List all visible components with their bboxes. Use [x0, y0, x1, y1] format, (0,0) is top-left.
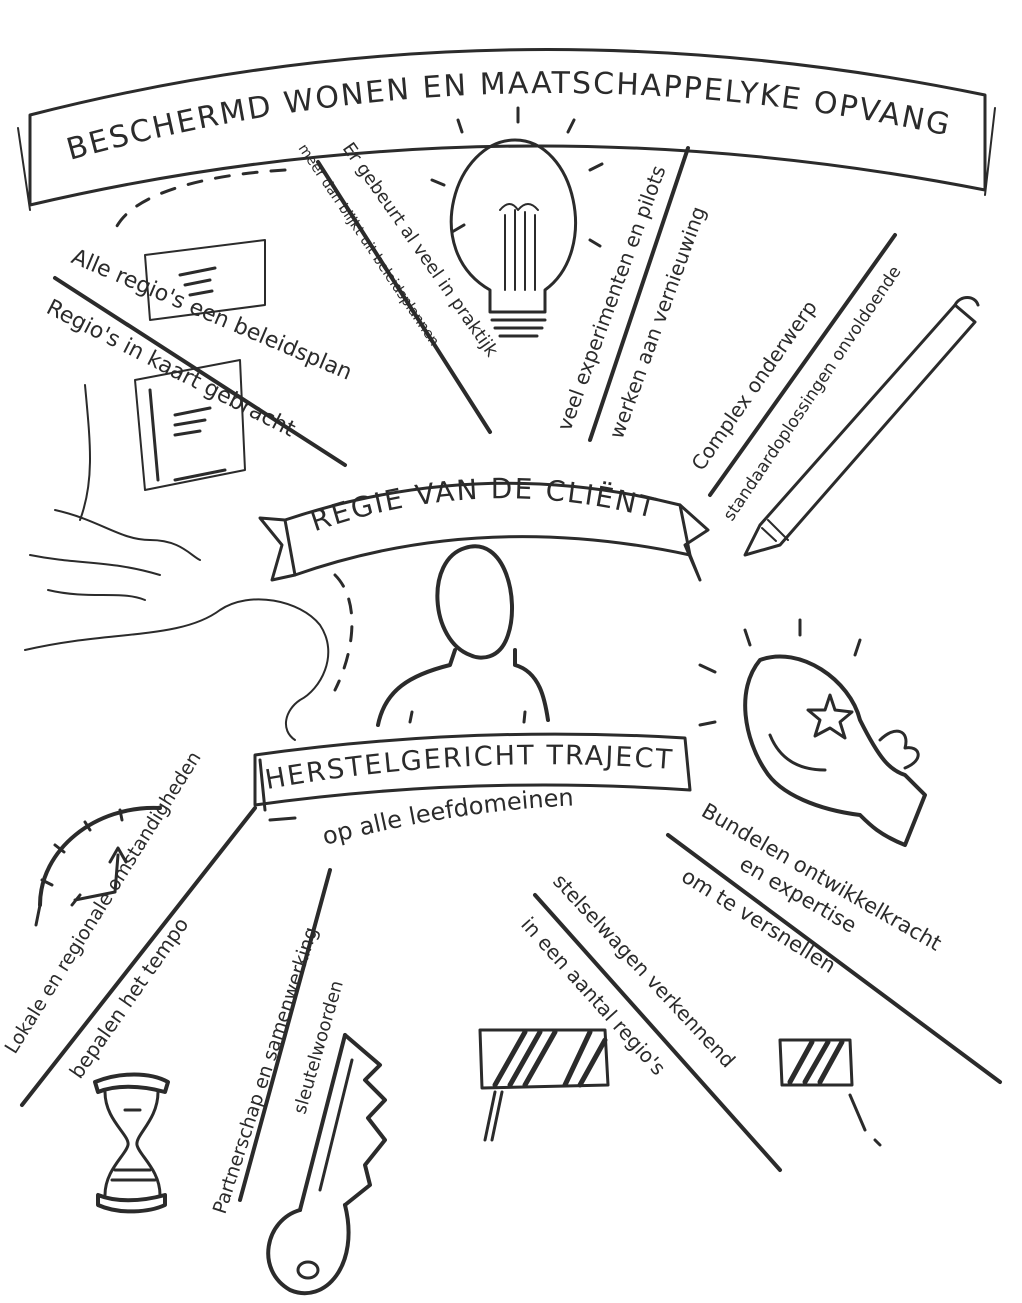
ray-lokale-text1: Lokale en regionale omstandigheden	[1, 748, 206, 1058]
ray-praktijk: Er gebeurt al veel in praktijk meer dan …	[295, 139, 503, 432]
top-banner-text: BESCHERMD WONEN EN MAATSCHAPPELYKE OPVAN…	[63, 66, 954, 168]
boxing-glove-icon	[700, 620, 925, 845]
middle-banner-text: REGIE VAN DE CLIËNT	[306, 472, 660, 538]
top-banner: BESCHERMD WONEN EN MAATSCHAPPELYKE OPVAN…	[18, 50, 995, 210]
lower-banner: HERSTELGERICHT TRAJECT op alle leefdomei…	[255, 734, 690, 851]
ray-complex-text1: Complex onderwerp	[686, 296, 821, 475]
ray-complex: Complex onderwerp standaardoplossingen o…	[686, 235, 905, 525]
key-icon	[268, 1035, 385, 1293]
ray-lokale: Lokale en regionale omstandigheden bepal…	[1, 748, 255, 1105]
person-icon	[378, 546, 548, 725]
hourglass-icon	[95, 1075, 168, 1212]
ray-bundelen-text1: Bundelen ontwikkelkracht	[698, 799, 946, 956]
middle-banner: REGIE VAN DE CLIËNT	[260, 472, 708, 580]
dashed-trail	[115, 170, 285, 230]
roadblock-icon	[480, 1030, 880, 1145]
ray-experimenten: veel experimenten en pilots werken aan v…	[552, 148, 710, 442]
dashed-curve	[335, 575, 352, 690]
